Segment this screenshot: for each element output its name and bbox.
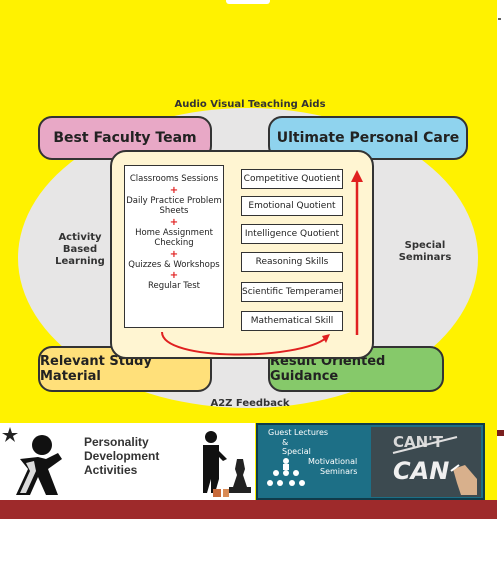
- right-edge-strip: [497, 0, 504, 500]
- list-item: Regular Test: [147, 281, 201, 291]
- skill-mathematical: Mathematical Skill: [241, 311, 343, 331]
- plus-icon: +: [169, 270, 179, 281]
- chalkboard-panel: CAN'T CAN: [371, 427, 481, 497]
- list-item: Home Assignment: [135, 227, 213, 238]
- list-item: Checking: [154, 238, 194, 248]
- skill-reasoning: Reasoning Skills: [241, 252, 343, 272]
- plus-icon: +: [169, 216, 179, 228]
- guest-line5: Seminars: [320, 467, 358, 476]
- top-tab: [226, 0, 270, 4]
- list-item: Quizzes & Workshops: [128, 259, 220, 270]
- personality-text: Personality Development Activities: [84, 435, 160, 477]
- skill-competitive-quotient: Competitive Quotient: [241, 169, 343, 189]
- activities-list: Classrooms Sessions + Daily Practice Pro…: [124, 165, 224, 328]
- strike-icon: [392, 436, 458, 454]
- footer-bar: [0, 500, 497, 519]
- businessman-chess-icon: [203, 431, 251, 497]
- guest-line3: Special: [282, 447, 311, 456]
- star-person-logo: [0, 423, 72, 500]
- skill-intelligence-quotient: Intelligence Quotient: [241, 224, 343, 244]
- up-arrow-head: [351, 170, 363, 182]
- plus-icon: +: [169, 184, 179, 196]
- curved-arrow-head: [322, 334, 330, 343]
- personality-banner: Personality Development Activities: [72, 423, 255, 500]
- skill-scientific-temperament: Scientific Temperament: [241, 282, 343, 302]
- guest-line2: &: [282, 438, 289, 447]
- cant-text: CAN'T: [393, 433, 443, 451]
- edge-mark-maroon: [497, 430, 504, 436]
- list-item: Daily Practice Problem: [126, 195, 222, 206]
- skill-emotional-quotient: Emotional Quotient: [241, 196, 343, 216]
- list-item: Sheets: [159, 206, 189, 216]
- guest-line4: Motivational: [308, 457, 358, 466]
- label-feedback: A2Z Feedback: [210, 398, 290, 409]
- label-special-seminars: Special Seminars: [398, 240, 452, 263]
- label-activity-learning: Activity Based Learning: [55, 232, 105, 267]
- hand-chalk-icon: [450, 464, 477, 495]
- audience-icon: [267, 458, 305, 486]
- label-audio-visual: Audio Visual Teaching Aids: [174, 99, 326, 110]
- can-text: CAN: [393, 457, 450, 485]
- list-item: Classrooms Sessions: [129, 174, 219, 184]
- guest-line1: Guest Lectures: [268, 428, 329, 437]
- guest-lectures-banner: Guest Lectures & Special Motivational Se…: [256, 423, 485, 500]
- edge-mark: [498, 18, 501, 20]
- plus-icon: +: [169, 248, 179, 260]
- curved-arrow: [161, 331, 327, 356]
